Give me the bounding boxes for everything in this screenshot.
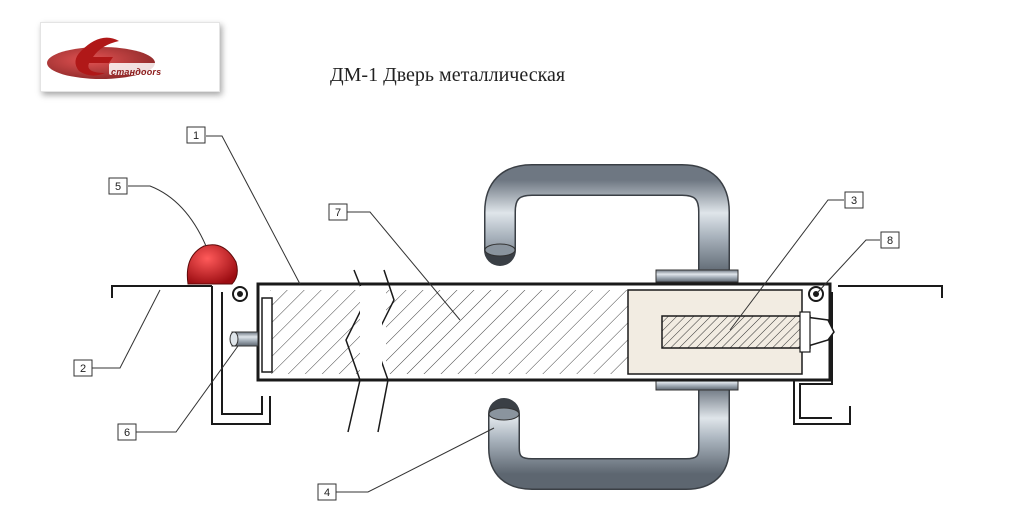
svg-text:2: 2 bbox=[80, 363, 86, 375]
door-frame-profile bbox=[111, 285, 943, 425]
upper-rosette bbox=[655, 269, 739, 283]
svg-text:4: 4 bbox=[324, 487, 330, 499]
svg-text:8: 8 bbox=[887, 235, 893, 247]
lock-bolt bbox=[661, 311, 835, 353]
svg-text:1: 1 bbox=[193, 130, 199, 142]
callout-1: 1 bbox=[186, 126, 206, 144]
callout-2: 2 bbox=[73, 359, 93, 377]
door-leaf bbox=[256, 269, 832, 433]
logo-mark-icon bbox=[47, 37, 207, 79]
svg-text:6: 6 bbox=[124, 427, 130, 439]
upper-handle bbox=[484, 164, 730, 290]
callout-8: 8 bbox=[880, 231, 900, 249]
callout-5: 5 bbox=[108, 177, 128, 195]
leader-lines bbox=[92, 135, 880, 493]
logo-text: стандоors bbox=[111, 67, 162, 77]
svg-text:3: 3 bbox=[851, 195, 857, 207]
callout-3: 3 bbox=[844, 191, 864, 209]
callout-7: 7 bbox=[328, 203, 348, 221]
lower-handle bbox=[488, 372, 730, 490]
callout-4: 4 bbox=[317, 483, 337, 501]
svg-text:7: 7 bbox=[335, 207, 341, 219]
anti-removal-pin bbox=[229, 331, 259, 347]
callout-6: 6 bbox=[117, 423, 137, 441]
page-title: ДМ-1 Дверь металлическая bbox=[330, 64, 566, 86]
brand-logo: стандоors bbox=[40, 22, 220, 92]
red-knob-icon bbox=[186, 244, 238, 285]
svg-text:5: 5 bbox=[115, 181, 121, 193]
